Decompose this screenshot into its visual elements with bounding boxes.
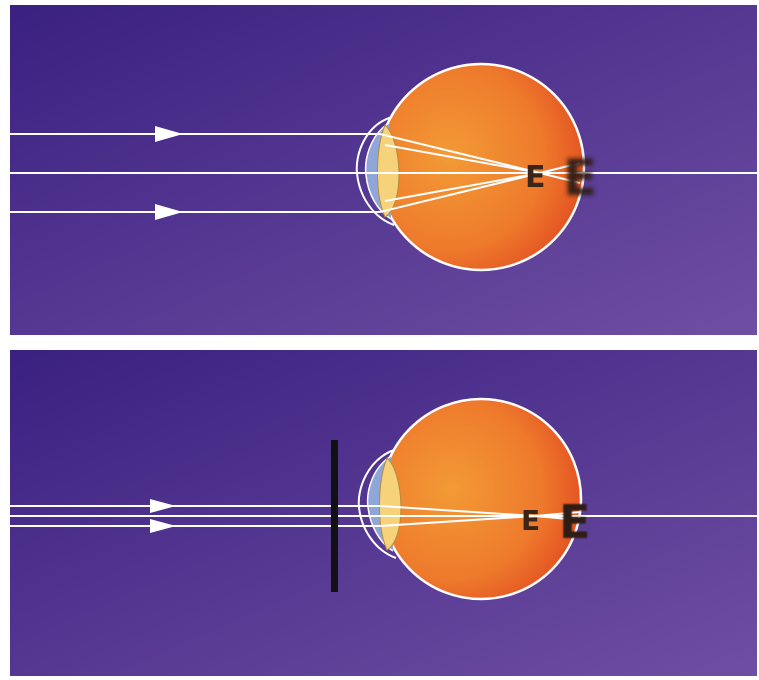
focused-letter: E	[521, 504, 540, 537]
blurred-vision-diagram: E E	[10, 5, 757, 335]
pinhole-bar	[331, 440, 338, 592]
focused-letter: E	[525, 160, 546, 195]
pinhole-vision-diagram: E E	[10, 350, 757, 676]
diagram-panel-pinhole: E E	[10, 350, 757, 676]
blurred-retina-letter: E	[563, 149, 597, 207]
diagram-panel-blurred: E E	[10, 5, 757, 335]
sharper-retina-letter: E	[559, 495, 590, 549]
